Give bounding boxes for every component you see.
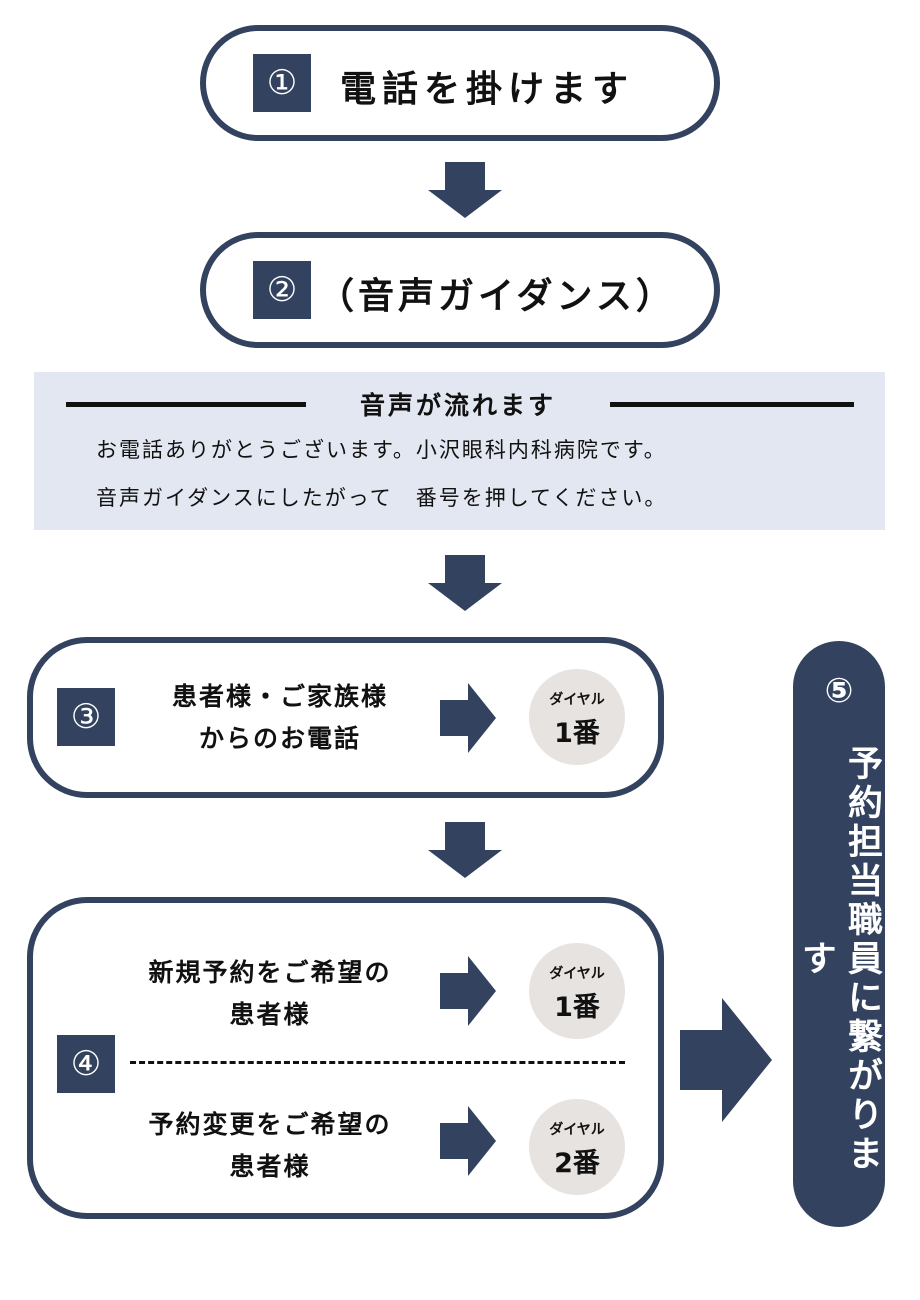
step2-label: （音声ガイダンス） [318,276,676,317]
step5-pill: ⑤ 予約担当職員に繋がります [793,641,885,1227]
dial-label: ダイヤル [549,692,605,708]
dial-circle: ダイヤル 1番 [529,669,625,765]
step2-number-badge: ② [253,261,311,319]
step5-label: 予約担当職員に繋がります [796,744,882,1174]
right-arrow-icon [680,998,772,1122]
step3-text: 患者様・ご家族様 からのお電話 [135,676,425,760]
down-arrow-icon [428,555,502,611]
voice-heading: 音声が流れます [359,391,556,420]
step5-number: ⑤ [824,671,854,711]
option2-line2: 患者様 [229,1152,311,1181]
step1-label: 電話を掛けます [340,69,635,110]
dial-label: ダイヤル [549,966,605,982]
down-arrow-icon [428,162,502,218]
dial-number: 2番 [554,1148,600,1179]
step4-number-badge: ④ [57,1035,115,1093]
dial-number: 1番 [554,992,600,1023]
voice-guidance-panel: 音声が流れます お電話ありがとうございます。小沢眼科内科病院です。 音声ガイダン… [34,372,885,530]
voice-line-2: 音声ガイダンスにしたがって 番号を押してください。 [96,486,668,510]
step4-option-2-text: 予約変更をご希望の 患者様 [125,1104,415,1188]
right-arrow-icon [440,956,496,1026]
step4-option-1-text: 新規予約をご希望の 患者様 [125,952,415,1036]
option2-line1: 予約変更をご希望の [148,1110,392,1139]
right-arrow-icon [440,683,496,753]
right-arrow-icon [440,1106,496,1176]
dashed-divider [130,1061,625,1064]
divider [66,402,306,407]
down-arrow-icon [428,822,502,878]
dial-circle: ダイヤル 2番 [529,1099,625,1195]
divider [610,402,854,407]
dial-label: ダイヤル [549,1122,605,1138]
option1-line2: 患者様 [229,1000,311,1029]
step1-number-badge: ① [253,54,311,112]
voice-line-1: お電話ありがとうございます。小沢眼科内科病院です。 [96,438,667,462]
dial-number: 1番 [554,718,600,749]
step3-number-badge: ③ [57,688,115,746]
step3-line1: 患者様・ご家族様 [171,682,388,711]
option1-line1: 新規予約をご希望の [148,958,392,987]
step3-line2: からのお電話 [198,724,361,753]
dial-circle: ダイヤル 1番 [529,943,625,1039]
